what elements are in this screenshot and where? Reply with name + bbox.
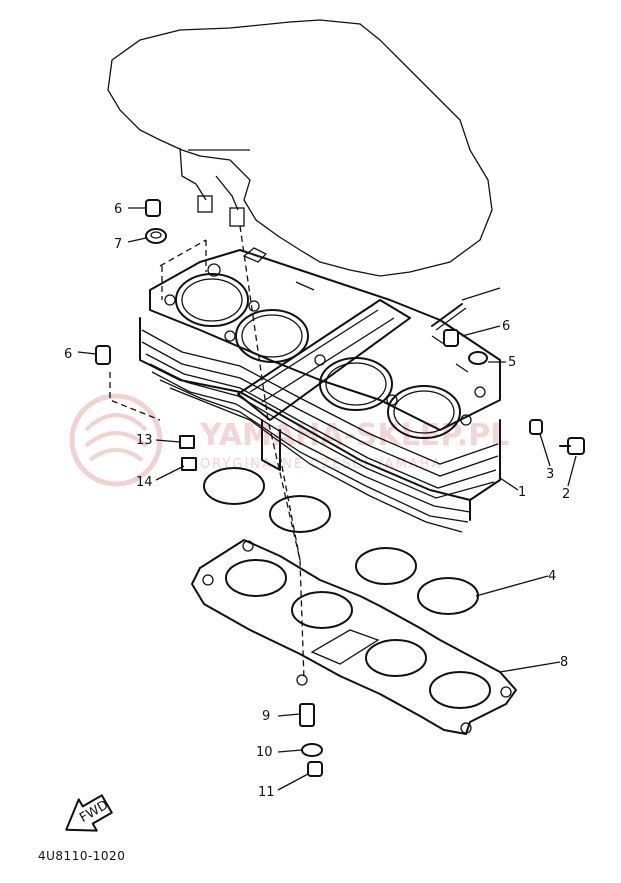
callout-6-top: 6 (114, 202, 122, 217)
callout-13: 14 (136, 475, 153, 490)
frame-outline (107, 19, 493, 277)
callout-6-left: 6 (64, 347, 72, 362)
alignment-lines (109, 225, 305, 681)
callout-7: 7 (114, 237, 122, 252)
callout-1: 1 (518, 485, 526, 500)
base-gasket (191, 539, 517, 735)
fwd-arrow-icon: FWD (65, 794, 113, 832)
callout-11: 11 (258, 785, 275, 800)
callout-5: 5 (508, 355, 516, 370)
callout-4: 4 (548, 569, 556, 584)
callout-10: 10 (256, 745, 273, 760)
callout-8: 8 (560, 655, 568, 670)
watermark-text: YAMAHA-SKLEP.PL (199, 418, 509, 453)
callout-labels: 6 7 6 13 14 6 5 3 2 1 4 8 9 10 11 (64, 202, 570, 800)
callout-6-right: 6 (502, 319, 510, 334)
part-code: 4U8110-1020 (38, 849, 125, 863)
cylinder-block (139, 247, 501, 533)
callout-2: 2 (562, 487, 570, 502)
leader-lines (77, 207, 577, 791)
callout-9: 9 (262, 709, 270, 724)
callout-3: 3 (546, 467, 554, 482)
callout-12: 13 (136, 433, 153, 448)
